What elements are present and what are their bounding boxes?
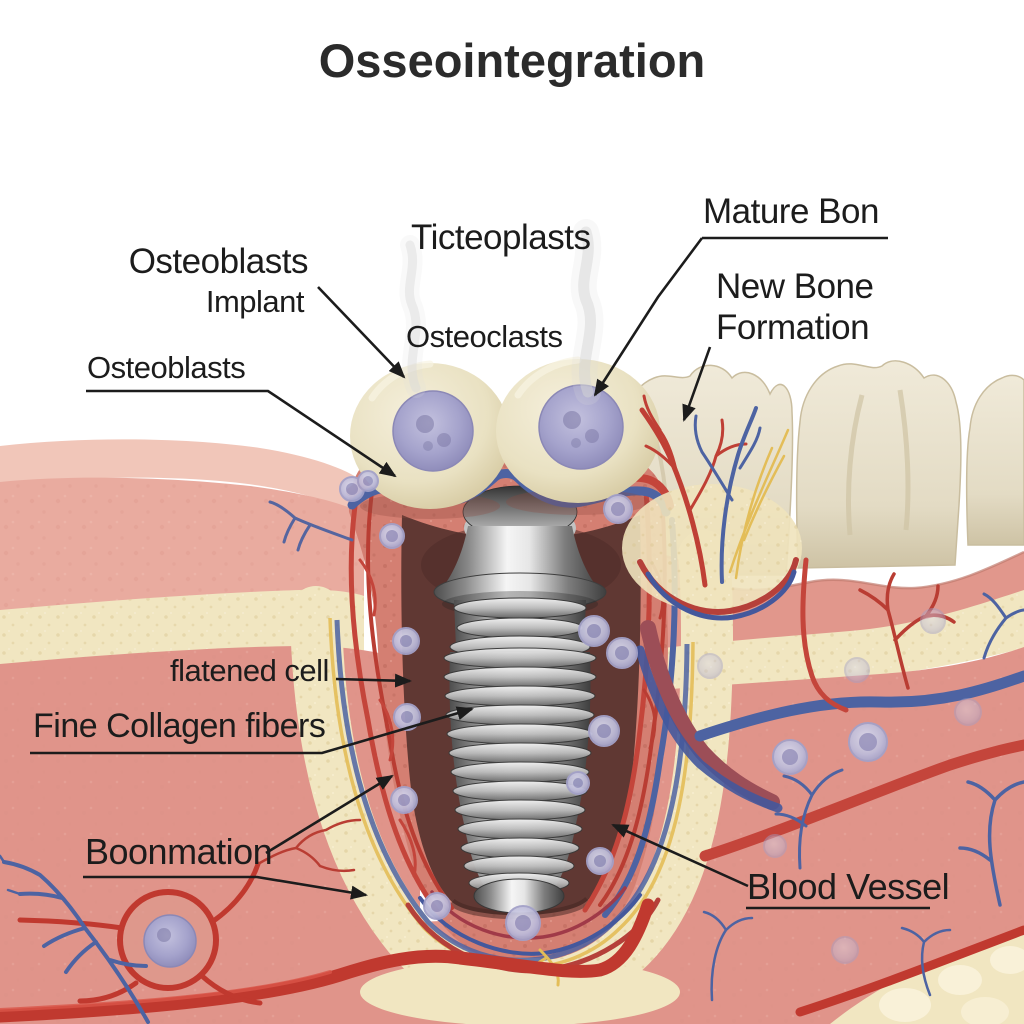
label-new-bone-formation: New Bone Formation [716,267,874,348]
tooth-root-vessel-tree [622,394,802,621]
label-implant: Implant [205,284,305,319]
leader-flattened-cell [335,673,412,688]
label-osteoclasts: Osteoclasts [406,319,563,354]
leader-new-bone-formation [682,346,712,422]
leader-fine-collagen-fibers [30,706,474,755]
label-osteoblasts-lower: Osteoblasts [87,350,246,385]
label-fine-collagen-fibers: Fine Collagen fibers [33,707,326,745]
right-region-vessels [694,557,1024,1002]
dental-implant [433,485,607,914]
label-osteoblasts-upper: Osteoblasts [128,242,309,281]
leader-lines [30,236,930,910]
label-blood-vessel: Blood Vessel [747,866,950,907]
leader-bone-formation-lower [83,875,368,900]
label-mature-bone: Mature Bon [703,192,879,231]
leader-blood-vessel [611,823,749,888]
label-bone-formation: Boonmation [85,831,273,872]
nucleus-left [392,390,474,472]
implant-threads [443,647,597,894]
lavender-cells [339,470,982,964]
slab-nerve-twig [268,500,354,552]
label-ticteoplasts: Ticteoplasts [411,218,591,257]
leader-osteoblasts-upper [317,286,406,379]
bottom-left-cell-nucleus [143,914,197,968]
large-blood-vessel [640,620,780,810]
leader-bone-formation-upper [265,774,394,855]
page-title: Osseointegration [318,34,706,87]
bottom-left-vessels [0,818,655,1024]
leader-osteoblasts-lower [86,389,397,478]
smoke-wisps [399,219,604,405]
trabecular-bone-corner [795,925,1024,1024]
vessel-ring [117,889,219,991]
label-flattened-cell: flatened cell [170,653,329,688]
leader-mature-bone [593,237,704,397]
